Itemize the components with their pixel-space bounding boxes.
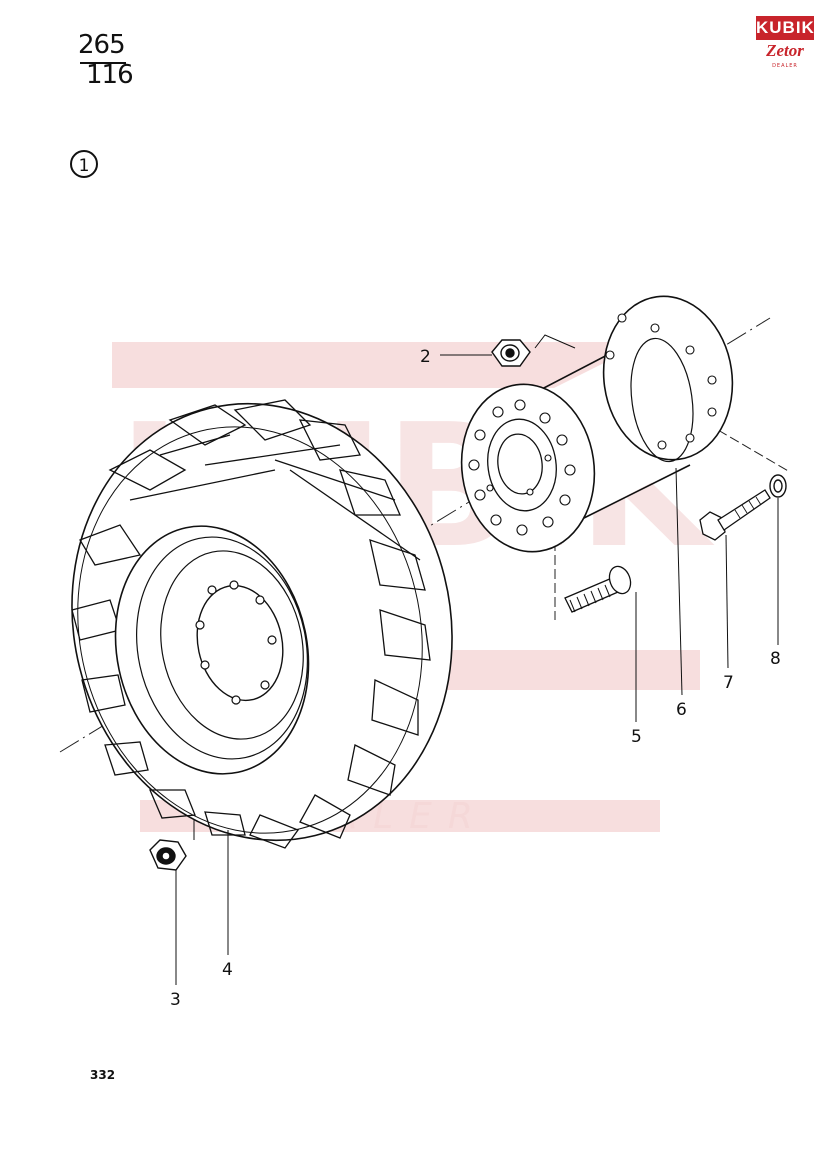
- leader-lines: [175, 354, 779, 985]
- logo-kubik-text: KUBIK: [756, 16, 814, 40]
- hub-bolt-7: [699, 489, 771, 541]
- page-number: 332: [90, 1068, 116, 1082]
- callout-7: 7: [723, 673, 734, 693]
- wheel-hub: [460, 295, 734, 553]
- drawing-number-top: 265: [78, 30, 126, 60]
- hub-bolt-holes: [468, 313, 717, 536]
- spring-washer-8: [769, 474, 787, 498]
- callout-3: 3: [170, 990, 181, 1010]
- wheel-stud-5: [564, 565, 632, 613]
- callout-labels: 2 3 4 5 6 7 8: [170, 347, 781, 1010]
- wheel-nut-2: [491, 334, 576, 367]
- callout-2: 2: [420, 347, 431, 367]
- wheel-nut-3: [149, 839, 187, 871]
- callout-5: 5: [631, 727, 642, 747]
- wheel-rim: [114, 525, 310, 775]
- callout-4: 4: [222, 960, 233, 980]
- callout-8: 8: [770, 649, 781, 669]
- logo-zetor-text: Zetor: [766, 41, 804, 60]
- fraction-divider: [80, 62, 126, 64]
- callout-6: 6: [676, 700, 687, 720]
- kubik-zetor-logo: KUBIK Zetor DEALER: [756, 16, 814, 72]
- group-number-circle: 1: [70, 150, 98, 178]
- rim-bolt-holes: [195, 580, 277, 705]
- drawing-number-bottom: 116: [86, 60, 134, 90]
- logo-dealer-text: DEALER: [772, 63, 798, 69]
